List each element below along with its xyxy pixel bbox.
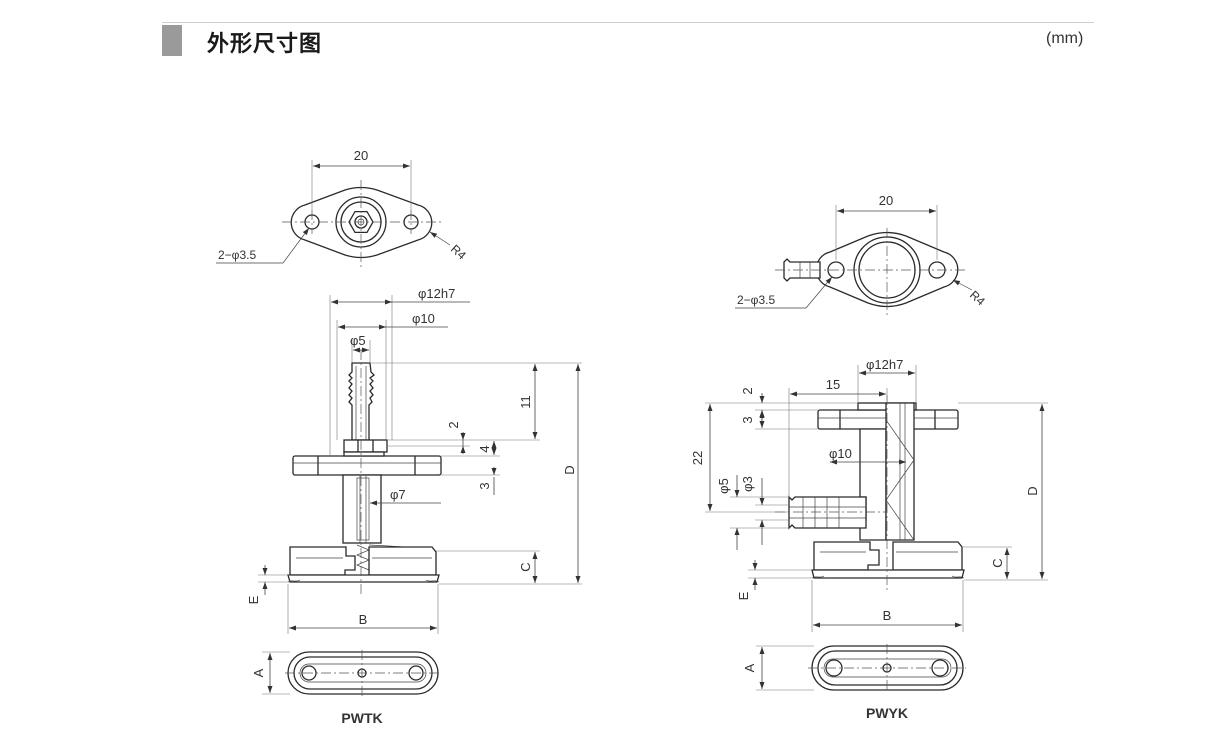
pwtk-side-view: φ12h7 φ10 φ5 11 2 4 3 xyxy=(246,286,582,634)
pwyk-side-view: φ12h7 15 φ10 2 3 22 φ5 φ3 xyxy=(690,357,1048,632)
pwyk-h22-label: 22 xyxy=(690,451,705,465)
pwtk-top-width-label: 20 xyxy=(354,148,368,163)
pwyk-w15-label: 15 xyxy=(826,377,840,392)
pwyk-A-label: A xyxy=(742,663,757,672)
pwtk-h3-label: 3 xyxy=(477,482,492,489)
pwyk-d12h7-label: φ12h7 xyxy=(866,357,903,372)
pwtk-B-label: B xyxy=(359,612,368,627)
pwyk-E-label: E xyxy=(736,591,751,600)
pwtk-A-label: A xyxy=(251,668,266,677)
pwyk-B-label: B xyxy=(883,608,892,623)
header-accent-bar xyxy=(162,25,182,56)
pwtk-E-label: E xyxy=(246,595,261,604)
pwtk-h2-label: 2 xyxy=(446,421,461,428)
pwyk-top-radius-label: R4 xyxy=(967,288,988,309)
pwtk-h11-label: 11 xyxy=(518,395,533,409)
pwyk-top-width-label: 20 xyxy=(879,193,893,208)
pwyk-C-label: C xyxy=(990,558,1005,567)
pwyk-d10-label: φ10 xyxy=(829,446,852,461)
header-rule xyxy=(162,22,1094,23)
pwyk-D-label: D xyxy=(1025,486,1040,495)
pwyk-d5-label: φ5 xyxy=(716,478,731,494)
pwyk-d3-label: φ3 xyxy=(740,476,755,492)
pwtk-d12h7-label: φ12h7 xyxy=(418,286,455,301)
pwyk-top-holes-label: 2−φ3.5 xyxy=(737,293,775,307)
pwyk-bottom-view: A PWYK xyxy=(742,644,966,721)
pwtk-d5-label: φ5 xyxy=(350,333,366,348)
pwtk-d7-label: φ7 xyxy=(390,487,406,502)
pwtk-top-view: 20 2−φ3.5 R4 xyxy=(216,148,469,268)
pwyk-top-view: 20 2−φ3.5 R4 xyxy=(735,193,988,318)
pwyk-h2-label: 2 xyxy=(740,387,755,394)
pwtk-top-radius-label: R4 xyxy=(448,242,469,263)
unit-label: (mm) xyxy=(1046,30,1084,47)
pwyk-h3-label: 3 xyxy=(740,416,755,423)
pwtk-h4-label: 4 xyxy=(477,445,492,452)
pwyk-model-label: PWYK xyxy=(866,705,908,721)
pwtk-top-holes-label: 2−φ3.5 xyxy=(218,248,256,262)
pwtk-C-label: C xyxy=(518,562,533,571)
pwtk-D-label: D xyxy=(562,465,577,474)
page-title: 外形尺寸图 xyxy=(207,32,323,57)
pwtk-bottom-view: A PWTK xyxy=(251,650,441,726)
pwtk-d10-label: φ10 xyxy=(412,311,435,326)
pwtk-model-label: PWTK xyxy=(341,710,382,726)
